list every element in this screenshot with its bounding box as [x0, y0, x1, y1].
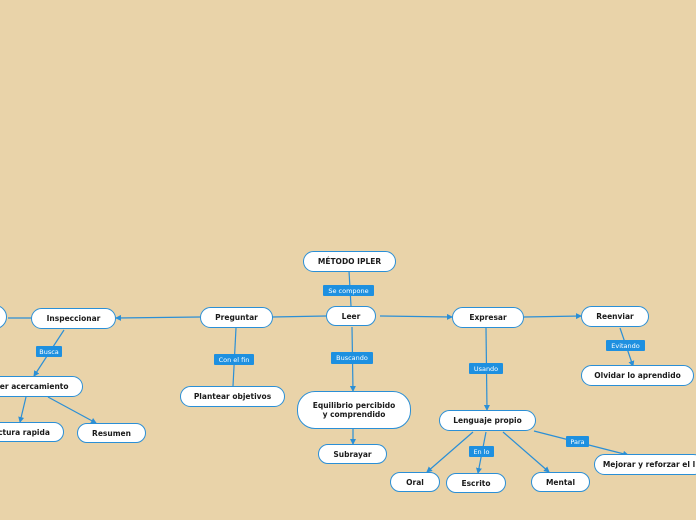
- node-inspeccionar[interactable]: Inspeccionar: [31, 308, 116, 329]
- node-metodo-ipler[interactable]: MÉTODO IPLER: [303, 251, 396, 272]
- node-preguntar[interactable]: Preguntar: [200, 307, 273, 328]
- label-en-lo: En lo: [469, 446, 494, 457]
- label-para: Para: [566, 436, 589, 447]
- edge-preguntar-inspeccionar: [115, 314, 201, 321]
- node-lenguaje-propio[interactable]: Lenguaje propio: [439, 410, 536, 431]
- edge-leer-preguntar: [271, 315, 327, 318]
- edge-leer-expresar: [379, 313, 453, 320]
- node-acercamiento[interactable]: ner acercamiento: [0, 376, 83, 397]
- node-reenviar[interactable]: Reenviar: [581, 306, 649, 327]
- node-subrayar[interactable]: Subrayar: [318, 444, 387, 464]
- node-leer[interactable]: Leer: [326, 306, 376, 326]
- edge-expresar-reenviar: [523, 313, 582, 320]
- label-evitando: Evitando: [606, 340, 645, 351]
- node-oral[interactable]: Oral: [390, 472, 440, 492]
- label-se-compone: Se compone: [323, 285, 374, 296]
- node-expresar[interactable]: Expresar: [452, 307, 524, 328]
- label-busca: Busca: [36, 346, 62, 357]
- label-buscando: Buscando: [331, 352, 373, 364]
- node-mental[interactable]: Mental: [531, 472, 590, 492]
- label-con-el-fin: Con el fin: [214, 354, 254, 365]
- node-olvidar-lo-aprendido[interactable]: Olvidar lo aprendido: [581, 365, 694, 386]
- node-escrito[interactable]: Escrito: [446, 473, 506, 493]
- label-usando: Usando: [469, 363, 503, 374]
- node-lectura-rapida[interactable]: ctura rapida: [0, 422, 64, 442]
- edge-acercamiento-lectura: [18, 396, 27, 423]
- edge-acercamiento-resumen: [47, 396, 97, 424]
- edge-lenguaje-oral: [426, 431, 474, 473]
- node-equilibrio[interactable]: Equilibrio percibido y comprendido: [297, 391, 411, 429]
- node-resumen[interactable]: Resumen: [77, 423, 146, 443]
- edge-lenguaje-mental: [502, 431, 550, 473]
- node-plantear-objetivos[interactable]: Plantear objetivos: [180, 386, 285, 407]
- node-mejorar-reforzar[interactable]: Mejorar y reforzar el l: [594, 454, 696, 475]
